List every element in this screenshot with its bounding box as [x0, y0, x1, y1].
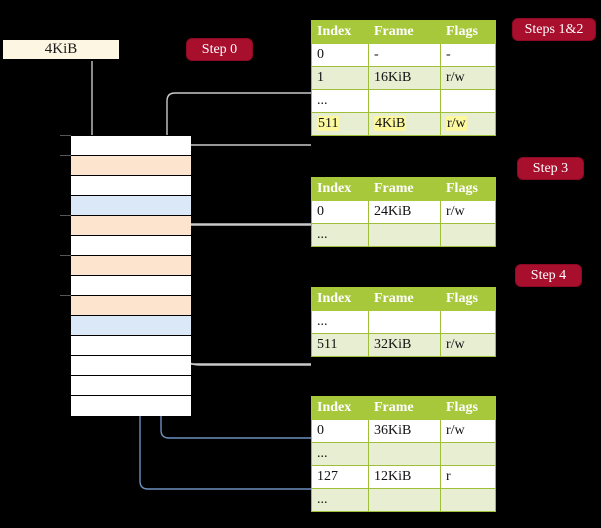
- table-cell: 0: [311, 200, 369, 224]
- memory-frame-row: [71, 176, 191, 196]
- table-cell: -: [368, 43, 441, 67]
- table-cell: [440, 488, 496, 512]
- highlighted-value: 511: [317, 116, 340, 131]
- table-cell: [440, 442, 496, 466]
- badge-step-4: Step 4: [516, 265, 581, 286]
- memory-frame-row: [71, 316, 191, 336]
- memory-frame-row: [71, 296, 191, 316]
- table-cell: ...: [311, 310, 369, 334]
- badge-step-0: Step 0: [187, 39, 252, 60]
- memory-row-tick: [60, 155, 71, 156]
- table-row: ...: [311, 223, 496, 247]
- memory-row-tick: [60, 215, 71, 216]
- column-header-frame: Frame: [368, 287, 441, 311]
- column-header-index: Index: [311, 396, 369, 420]
- memory-frame-row: [71, 376, 191, 396]
- memory-frame-row: [71, 156, 191, 176]
- wire-step3-l1row0-to-memory: [176, 224, 311, 251]
- table-cell: ...: [311, 223, 369, 247]
- column-header-flags: Flags: [440, 287, 496, 311]
- table-cell: 0: [311, 43, 369, 67]
- memory-frame-row: [71, 276, 191, 296]
- column-header-index: Index: [311, 177, 369, 201]
- wire-step4-l2row511-to-memory: [183, 326, 311, 366]
- table-cell: [368, 442, 441, 466]
- memory-frame-row: [71, 256, 191, 276]
- table-cell: r/w: [440, 66, 496, 90]
- table-cell: [440, 89, 496, 113]
- highlighted-value: 4KiB: [374, 116, 407, 131]
- memory-frame-row: [71, 196, 191, 216]
- memory-row-tick: [60, 135, 71, 136]
- table-cell: 511: [311, 112, 369, 136]
- memory-frame-row: [71, 236, 191, 256]
- table-cell: 16KiB: [368, 66, 441, 90]
- table-cell: ...: [311, 488, 369, 512]
- highlighted-value: r/w: [446, 116, 467, 131]
- column-header-frame: Frame: [368, 177, 441, 201]
- table-cell: r/w: [440, 200, 496, 224]
- table-row: 0--: [311, 43, 496, 67]
- table-cell: r: [440, 465, 496, 489]
- memory-frame-row: [71, 356, 191, 376]
- table-cell: [368, 310, 441, 334]
- column-header-index: Index: [311, 20, 369, 44]
- memory-frame-row: [71, 336, 191, 356]
- memory-frame-row: [71, 136, 191, 156]
- table-cell: r/w: [440, 419, 496, 443]
- table-cell: ...: [311, 89, 369, 113]
- table-cell: 1: [311, 66, 369, 90]
- column-header-flags: Flags: [440, 177, 496, 201]
- page-frame-box: 4KiB: [2, 39, 120, 60]
- table-cell: 511: [311, 333, 369, 357]
- table-row: ...: [311, 488, 496, 512]
- column-header-flags: Flags: [440, 20, 496, 44]
- table-cell: -: [440, 43, 496, 67]
- table-cell: r/w: [440, 112, 496, 136]
- table-row: ...: [311, 89, 496, 113]
- memory-row-tick: [60, 255, 71, 256]
- table-row: 511 4KiB r/w: [311, 112, 496, 136]
- physical-memory-column: [70, 135, 191, 416]
- table-row: ...: [311, 310, 496, 334]
- table-cell: ...: [311, 442, 369, 466]
- memory-frame-row: [71, 396, 191, 416]
- badge-steps-1-2: Steps 1&2: [513, 19, 595, 40]
- table-cell: 36KiB: [368, 419, 441, 443]
- column-header-frame: Frame: [368, 396, 441, 420]
- column-header-flags: Flags: [440, 396, 496, 420]
- column-header-index: Index: [311, 287, 369, 311]
- memory-row-tick: [60, 295, 71, 296]
- table-cell: 0: [311, 419, 369, 443]
- table-cell: 12KiB: [368, 465, 441, 489]
- table-cell: [368, 488, 441, 512]
- column-header-frame: Frame: [368, 20, 441, 44]
- table-cell: 24KiB: [368, 200, 441, 224]
- table-cell: [368, 89, 441, 113]
- badge-step-3: Step 3: [518, 158, 583, 179]
- table-cell: 4KiB: [368, 112, 441, 136]
- table-cell: 127: [311, 465, 369, 489]
- table-cell: 32KiB: [368, 333, 441, 357]
- table-cell: [368, 223, 441, 247]
- table-cell: [440, 310, 496, 334]
- memory-frame-row: [71, 216, 191, 236]
- table-cell: [440, 223, 496, 247]
- table-row: ...: [311, 442, 496, 466]
- table-cell: r/w: [440, 333, 496, 357]
